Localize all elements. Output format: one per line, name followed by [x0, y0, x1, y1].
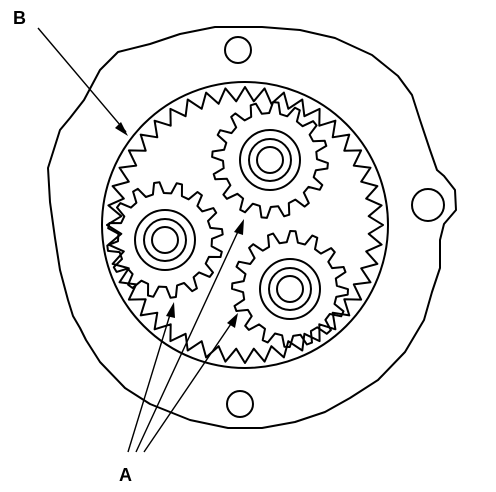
planet-gear-left — [106, 181, 224, 299]
ring-gear — [101, 81, 389, 369]
planet-gear-right — [231, 230, 349, 348]
label-a: A — [119, 465, 132, 485]
label-b: B — [13, 8, 26, 28]
mounting-hole-right — [411, 188, 445, 222]
leader-a — [127, 219, 244, 453]
mounting-hole-top — [224, 36, 252, 64]
planet-gear-top — [211, 101, 329, 219]
leader-b — [37, 27, 128, 136]
mounting-hole-bottom — [226, 390, 254, 418]
carrier-plate-outline — [47, 26, 457, 429]
